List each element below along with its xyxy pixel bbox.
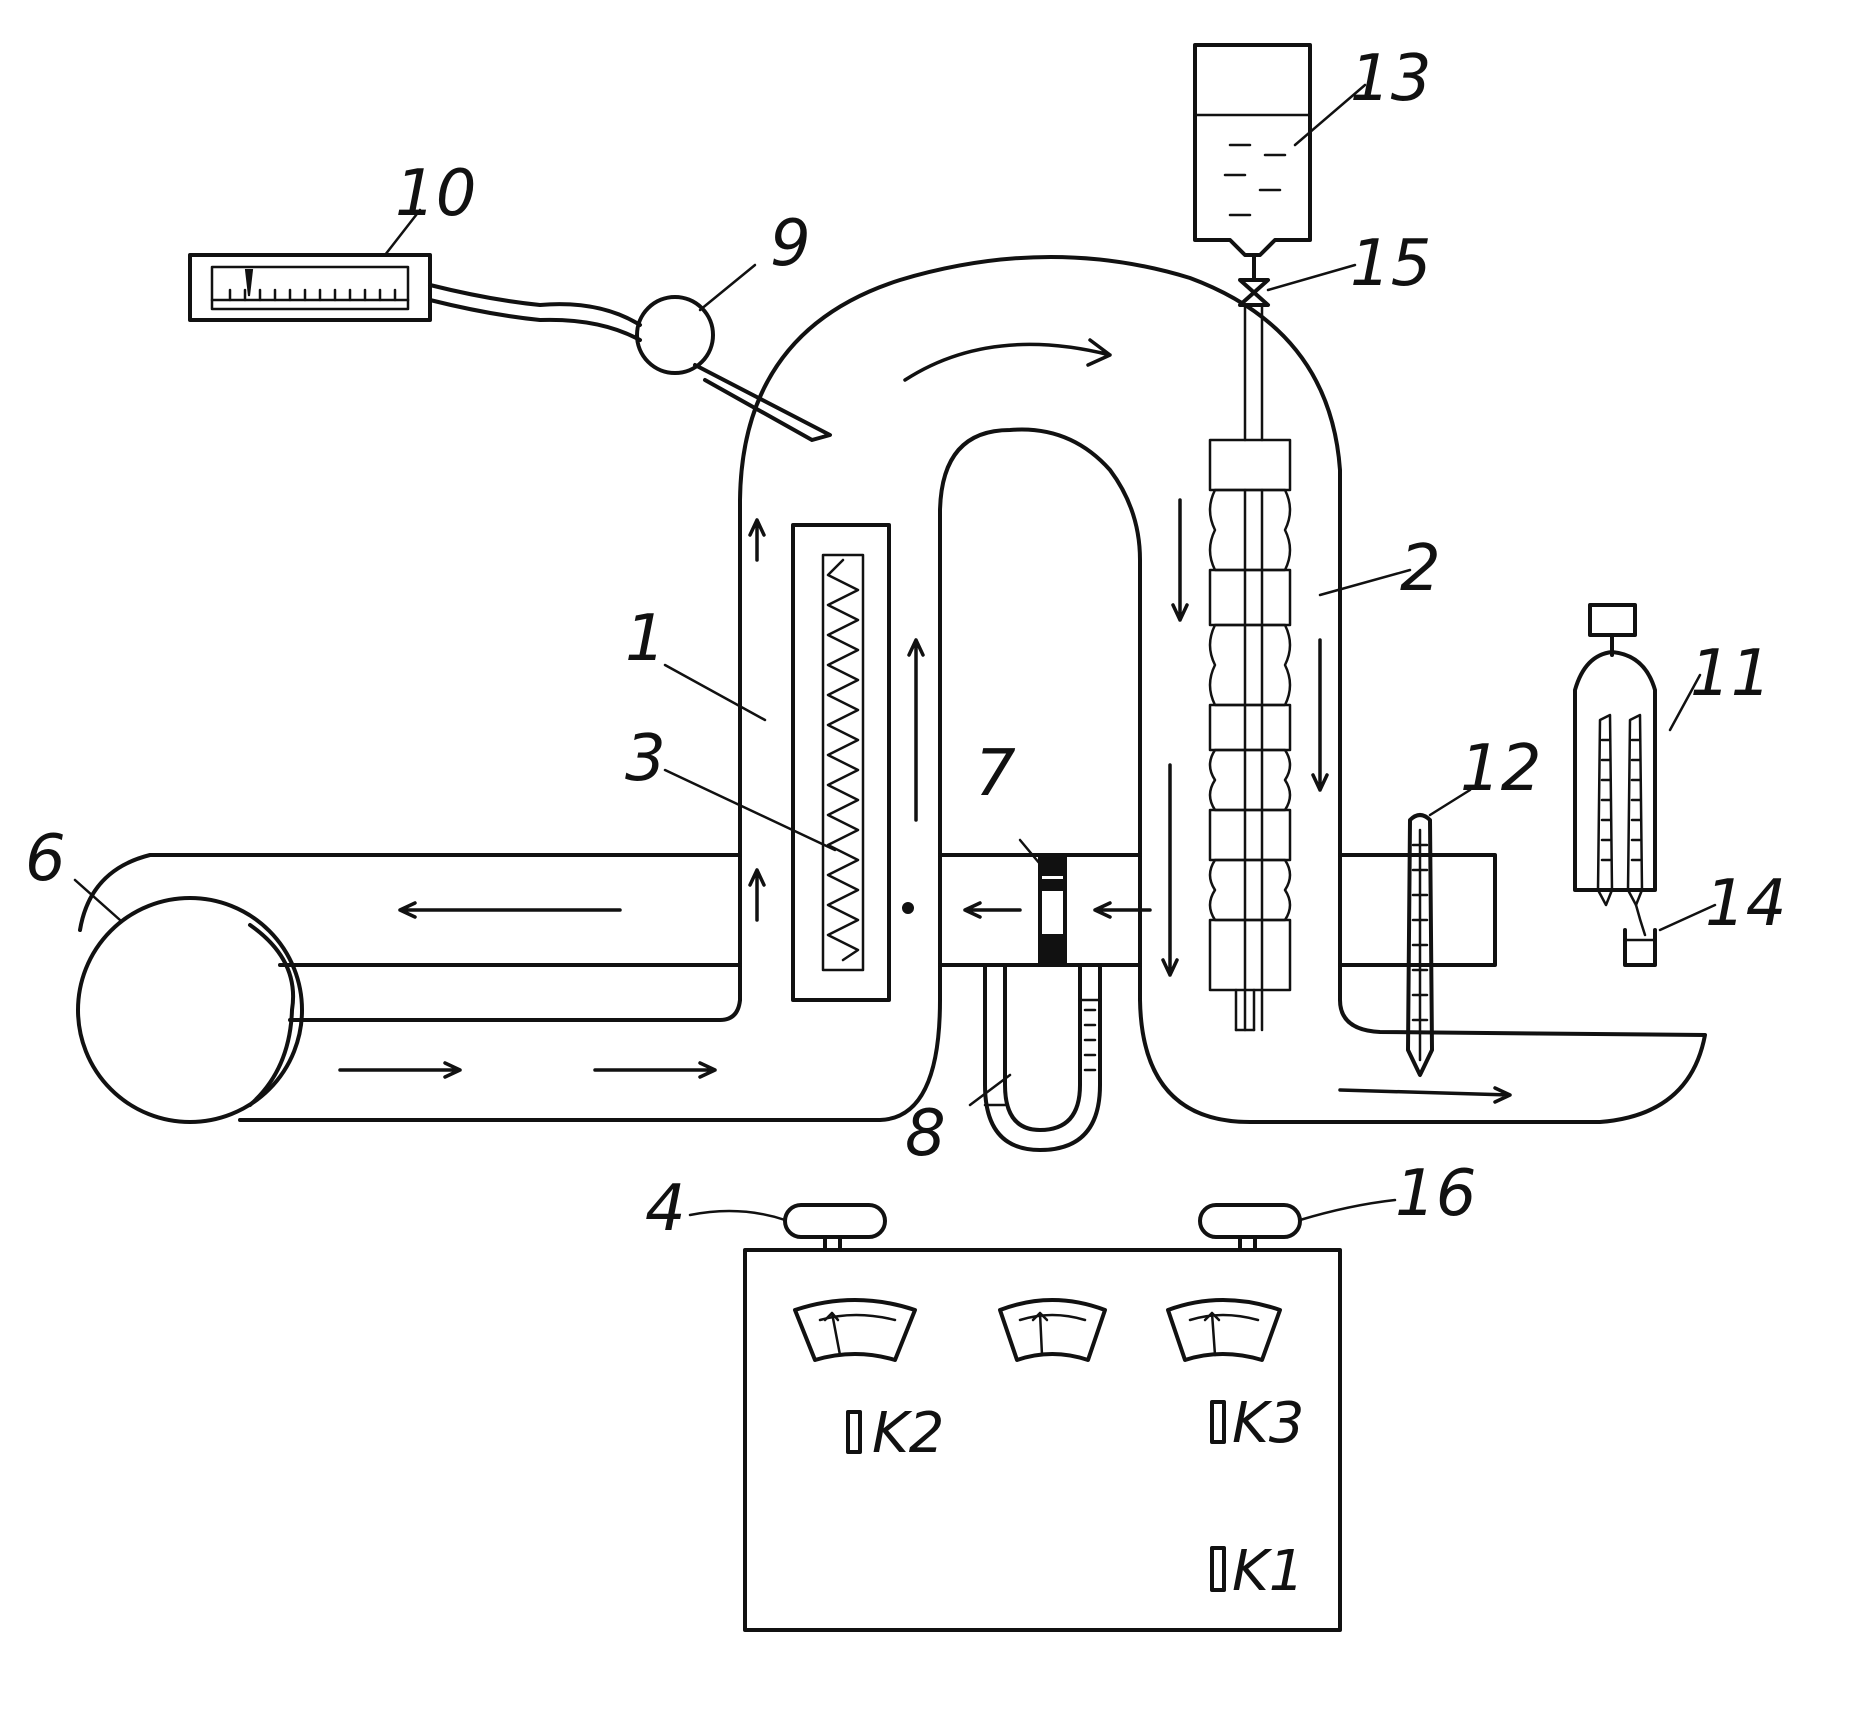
switch-k2-label: K2: [872, 1401, 944, 1466]
meter-left: [793, 1298, 917, 1362]
knob-4[interactable]: [783, 1203, 887, 1239]
label-7: 7: [975, 737, 1016, 811]
label-15: 15: [1350, 227, 1431, 301]
psychrometer-11: [1573, 603, 1657, 907]
probe-sensor-9: [428, 283, 832, 442]
flow-arrows: [338, 338, 1512, 1104]
switch-k1[interactable]: [1210, 1546, 1226, 1592]
label-11: 11: [1690, 637, 1771, 711]
label-8: 8: [905, 1097, 946, 1171]
reservoir-13: [1193, 43, 1312, 257]
main-loop-duct: [78, 255, 1707, 1124]
label-14: 14: [1705, 867, 1786, 941]
label-10: 10: [395, 157, 476, 231]
label-6: 6: [25, 822, 66, 896]
label-12: 12: [1460, 732, 1541, 806]
label-16: 16: [1395, 1157, 1476, 1231]
label-13: 13: [1350, 42, 1431, 116]
cup-14: [1623, 903, 1657, 967]
label-2: 2: [1400, 532, 1441, 606]
switch-k1-label: K1: [1232, 1539, 1304, 1604]
test-column-2: [1208, 303, 1292, 1032]
indicator-10: [188, 253, 432, 322]
manometer-8: [983, 963, 1102, 1152]
control-panel: K2 K3 K1: [743, 1203, 1342, 1632]
thermometer-12: [1406, 813, 1434, 1077]
switch-k2[interactable]: [846, 1410, 862, 1454]
switch-k3-label: K3: [1232, 1391, 1304, 1456]
knob-16[interactable]: [1198, 1203, 1302, 1239]
label-9: 9: [770, 207, 811, 281]
label-4: 4: [645, 1172, 686, 1246]
label-3: 3: [625, 722, 666, 796]
switch-k3[interactable]: [1210, 1400, 1226, 1444]
meter-right: [1166, 1298, 1282, 1362]
fan-6: [76, 896, 304, 1124]
screen-7: [1038, 853, 1067, 967]
meter-middle: [998, 1298, 1107, 1362]
valve-15: [1238, 253, 1270, 307]
leader-lines: [73, 83, 1717, 1222]
label-1: 1: [625, 602, 666, 676]
callout-labels: 1 2 3 4 6 7 8 9 10 11 12 13 14 15 16: [25, 42, 1786, 1246]
heater-3: [791, 523, 914, 1002]
